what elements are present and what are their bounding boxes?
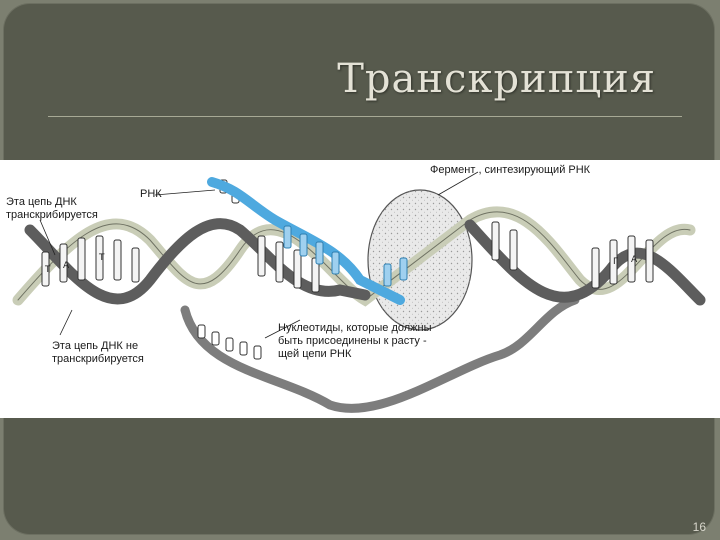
page-number: 16 — [693, 520, 706, 534]
rna-label: РНК — [140, 188, 162, 201]
transcription-diagram: Т А Т Г А Фермент , синтезирующий РНК РН… — [0, 160, 720, 418]
nucleotides-label: Нуклеотиды, которые должны быть присоеди… — [278, 322, 448, 361]
enzyme-label: Фермент , синтезирующий РНК — [430, 164, 590, 177]
base-letter: Г — [613, 257, 619, 267]
title-divider — [48, 116, 682, 117]
base-letter: А — [63, 261, 70, 271]
non-transcribed-strand-label: Эта цепь ДНК не транскрибируется — [52, 340, 172, 366]
slide-title: Транскрипция — [337, 56, 656, 102]
base-letter: А — [631, 255, 638, 265]
leader-line — [60, 310, 72, 335]
base-letter: Т — [44, 265, 51, 275]
transcribed-strand-label: Эта цепь ДНК транскрибируется — [6, 196, 124, 222]
leader-line — [155, 190, 215, 195]
base-letter: Т — [98, 253, 105, 263]
